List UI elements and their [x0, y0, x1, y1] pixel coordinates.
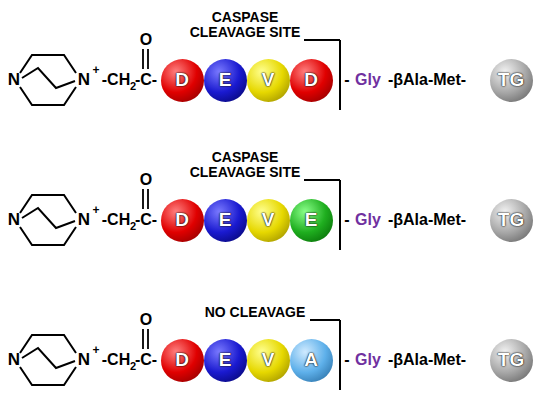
residue-letter: TG — [498, 69, 524, 91]
group: -C- — [135, 71, 157, 89]
atom: N — [78, 351, 90, 370]
amino-acid-sphere: E — [290, 199, 333, 242]
residue-chain: -βAla-Met- — [388, 211, 466, 229]
site-label: CASPASE CLEAVAGE SITE — [186, 150, 304, 181]
tag-sphere: TG — [490, 339, 533, 382]
bond: - — [344, 351, 349, 369]
residue-letter: TG — [498, 209, 524, 231]
residue-chain: -βAla-Met- — [388, 71, 466, 89]
residue: Gly — [355, 71, 381, 89]
residue-letter: E — [219, 209, 232, 231]
amino-acid-sphere: E — [204, 199, 247, 242]
amino-acid-sphere: A — [290, 339, 333, 382]
atom: O — [140, 311, 152, 329]
atom: O — [140, 171, 152, 189]
group: -C- — [135, 211, 157, 229]
atom: N — [78, 211, 90, 230]
site-label: CASPASE CLEAVAGE SITE — [186, 10, 304, 41]
residue-letter: E — [219, 349, 232, 371]
atom: N — [8, 351, 20, 370]
amino-acid-sphere: V — [247, 59, 290, 102]
amino-acid-sphere: D — [161, 59, 204, 102]
residue-chain: -βAla-Met- — [388, 351, 466, 369]
residue: Gly — [355, 211, 381, 229]
amino-acid-sphere: D — [161, 339, 204, 382]
charge: + — [92, 344, 99, 357]
residue-letter: E — [305, 209, 318, 231]
group: -CH — [102, 211, 130, 229]
residue-letter: E — [219, 69, 232, 91]
amino-acid-sphere: D — [290, 59, 333, 102]
amino-acid-sphere: E — [204, 339, 247, 382]
group: -C- — [135, 351, 157, 369]
bond: - — [344, 71, 349, 89]
residue-letter: TG — [498, 349, 524, 371]
residue-letter: D — [175, 69, 189, 91]
residue-letter: V — [262, 69, 275, 91]
residue-letter: D — [175, 349, 189, 371]
tag-sphere: TG — [490, 199, 533, 242]
bond: - — [344, 211, 349, 229]
residue-letter: D — [175, 209, 189, 231]
amino-acid-sphere: V — [247, 199, 290, 242]
residue-letter: A — [304, 349, 318, 371]
tag-sphere: TG — [490, 59, 533, 102]
charge: + — [92, 204, 99, 217]
residue-letter: D — [304, 69, 318, 91]
amino-acid-sphere: D — [161, 199, 204, 242]
residue: Gly — [355, 351, 381, 369]
amino-acid-sphere: E — [204, 59, 247, 102]
charge: + — [92, 64, 99, 77]
amino-acid-sphere: V — [247, 339, 290, 382]
atom: N — [8, 211, 20, 230]
group: -CH — [102, 71, 130, 89]
residue-letter: V — [262, 209, 275, 231]
atom: O — [140, 31, 152, 49]
atom: N — [78, 71, 90, 90]
site-label: NO CLEAVAGE — [196, 305, 314, 320]
residue-letter: V — [262, 349, 275, 371]
atom: N — [8, 71, 20, 90]
group: -CH — [102, 351, 130, 369]
